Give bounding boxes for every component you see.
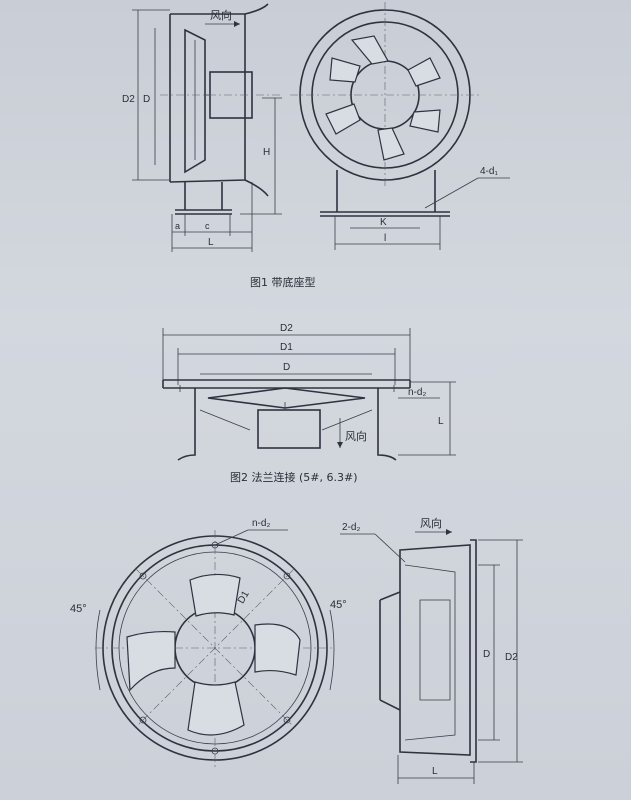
fig1-k-label: K	[380, 217, 387, 228]
fig1-d2-label: D2	[122, 94, 135, 105]
fig2-l-label: L	[438, 416, 444, 427]
fig1-side-view: D2 D H 风向 a c L	[122, 3, 282, 252]
fig2-caption: 图2 法兰连接 (5#, 6.3#)	[230, 470, 358, 484]
fig3-2d2-label: 2-d₂	[342, 522, 360, 533]
fig1-caption: 图1 带底座型	[250, 275, 316, 289]
fig1-a-label: a	[175, 221, 180, 231]
fig1-c-label: c	[205, 221, 210, 231]
fig1-front-view: K l 4-d₁	[290, 2, 510, 250]
fig2-nd2-label: n-d₂	[408, 387, 426, 398]
fig3-wind-label: 风向	[420, 516, 442, 530]
fig3-angle-left-label: 45°	[70, 603, 87, 615]
fig3-nd2-label: n-d₂	[252, 518, 270, 529]
fig2-flange-view: D2 D1 D 风向 n-d₂ L	[162, 323, 456, 461]
fig1-l-label: L	[208, 237, 214, 248]
fig3-front-view: 45° 45° n-d₂ D1	[70, 518, 347, 768]
fig1-holes-label: 4-d₁	[480, 166, 498, 177]
fig1-l-small-label: l	[384, 233, 386, 244]
fig2-d2-label: D2	[280, 323, 293, 334]
fig3-l-label: L	[432, 766, 438, 777]
fig2-wind-label: 风向	[345, 429, 367, 443]
fig3-side-view: 风向 2-d₂ D D2 L	[340, 516, 523, 784]
fig1-d-label: D	[143, 94, 150, 105]
fig1-h-label: H	[263, 147, 270, 158]
fig2-d1-label: D1	[280, 342, 293, 353]
fig3-angle-right-label: 45°	[330, 599, 347, 611]
fig2-d-label: D	[283, 362, 290, 373]
fig3-d-label: D	[483, 649, 490, 660]
fig3-d2-label: D2	[505, 652, 518, 663]
fig1-wind-label: 风向	[210, 8, 232, 22]
